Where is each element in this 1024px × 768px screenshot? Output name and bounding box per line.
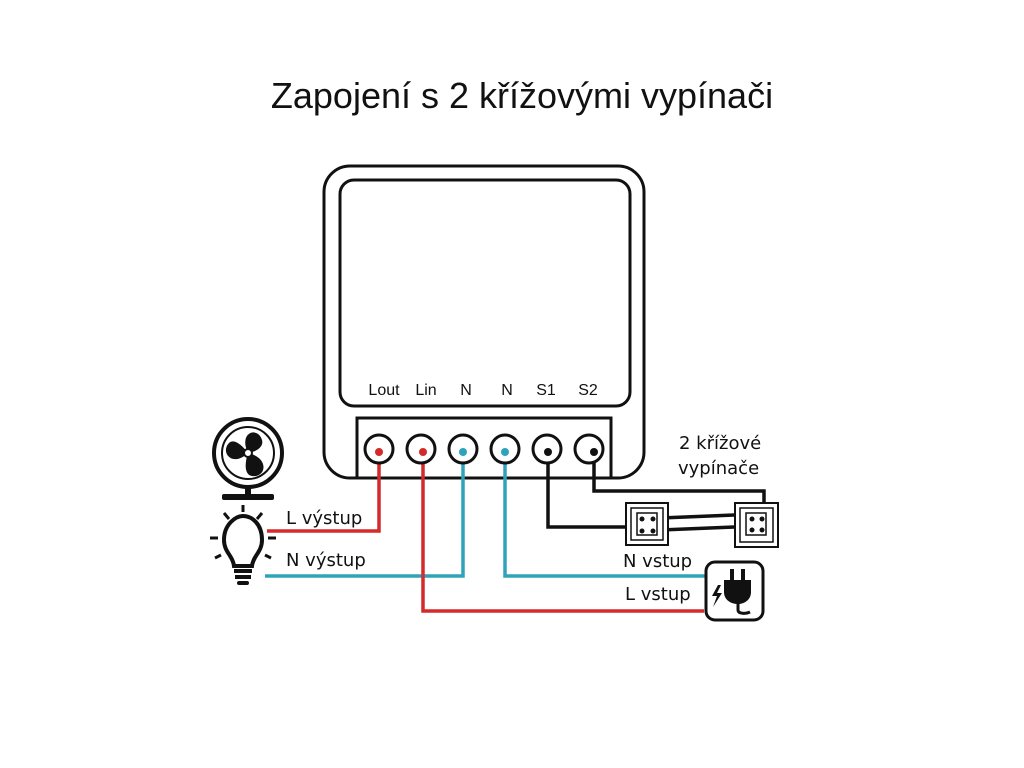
lightbulb-icon [210, 505, 276, 585]
smart-module [322, 164, 646, 480]
terminal-screw-s1 [531, 433, 563, 465]
terminal-screws [363, 433, 605, 465]
label-l-input: L vstup [625, 584, 691, 605]
power-plug-icon [704, 560, 765, 622]
switches-caption-line1: 2 křížové [679, 433, 761, 454]
module-inner-panel [338, 178, 632, 408]
terminal-screw-s2 [573, 433, 605, 465]
terminal-block [355, 416, 613, 480]
cross-switch-icon [625, 502, 669, 546]
terminal-screw-lout [363, 433, 395, 465]
terminal-screw-n1 [447, 433, 479, 465]
terminal-label-lin: Lin [415, 382, 436, 399]
label-n-input: N vstup [623, 551, 692, 572]
wire-l-output [267, 452, 381, 533]
fan-icon [212, 417, 284, 500]
label-n-output: N výstup [286, 550, 366, 571]
wire-n-output [265, 452, 465, 578]
terminal-screw-lin [405, 433, 437, 465]
cross-switch-icon [734, 502, 779, 548]
wire-n-input [503, 452, 706, 578]
terminal-label-n1: N [460, 382, 472, 399]
terminal-label-n2: N [501, 382, 513, 399]
terminal-screw-n2 [489, 433, 521, 465]
terminal-label-s1: S1 [536, 382, 556, 399]
label-l-output: L výstup [286, 508, 362, 529]
switches-caption-line2: vypínače [678, 458, 759, 479]
diagram-title: Zapojení s 2 křížovými vypínači [271, 75, 773, 116]
wire-l-input [421, 452, 704, 613]
wire-s1 [546, 452, 635, 529]
terminal-label-s2: S2 [578, 382, 598, 399]
terminal-label-lout: Lout [368, 382, 400, 399]
